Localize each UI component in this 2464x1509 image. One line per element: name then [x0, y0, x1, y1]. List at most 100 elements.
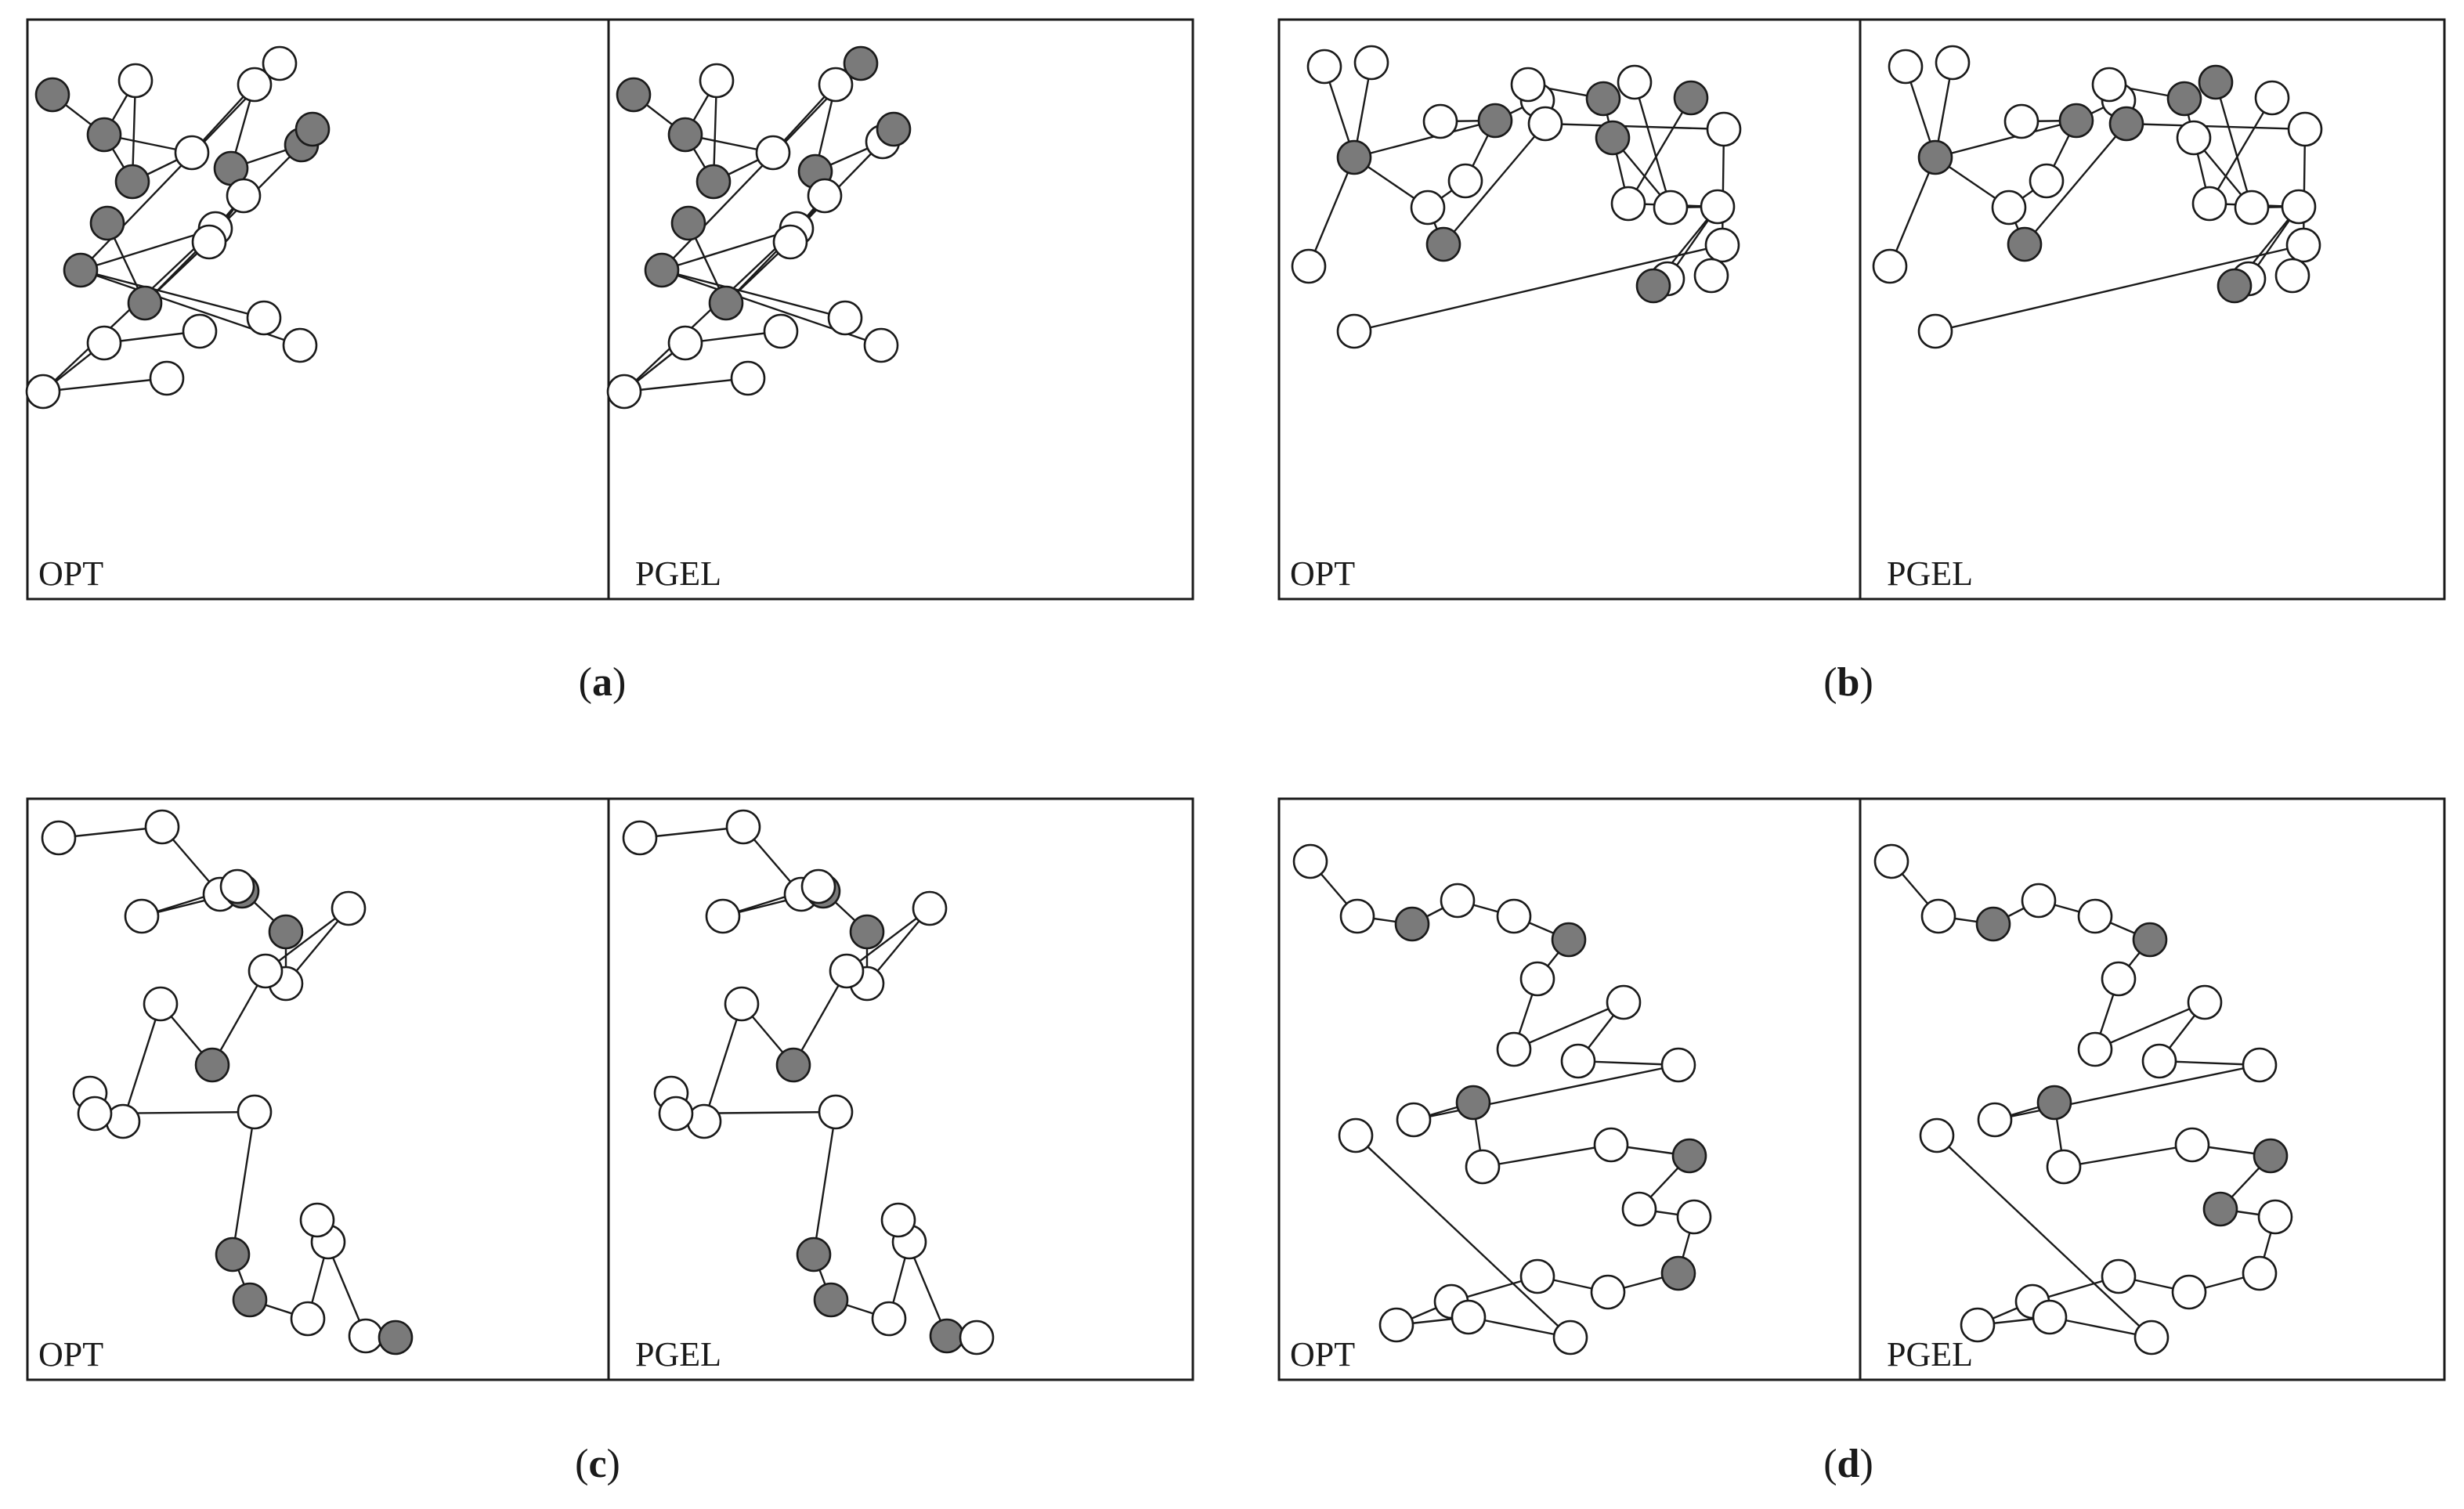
graph-node-selected	[194, 1047, 230, 1083]
caption-letter: d	[1837, 1442, 1860, 1486]
graph-node	[829, 953, 865, 989]
graph-node	[1676, 1199, 1712, 1235]
graph-node	[1306, 49, 1342, 85]
panel-label: OPT	[1290, 1335, 1355, 1374]
graph-node	[1872, 248, 1908, 284]
graph-node	[2285, 227, 2321, 263]
figure-a-panel-pgel: PGEL	[606, 45, 912, 593]
graph-edge	[1545, 122, 1725, 131]
graph-node-selected	[2253, 1138, 2289, 1174]
graph-node-selected	[215, 1236, 251, 1273]
graph-node	[1653, 190, 1689, 226]
graph-edge	[792, 970, 848, 1066]
graph-edge	[703, 1003, 743, 1122]
figure-b-frame	[1277, 18, 2446, 601]
graph-node	[1451, 1299, 1487, 1335]
graph-node	[237, 1094, 273, 1130]
graph-node	[226, 178, 262, 214]
graph-node	[2287, 111, 2323, 147]
graph-node	[2101, 1258, 2137, 1294]
graph-edge	[1888, 157, 1937, 267]
graph-node	[2032, 1299, 2068, 1335]
graph-node-selected	[34, 77, 70, 113]
graph-node	[1440, 883, 1476, 919]
graph-node	[863, 327, 899, 363]
graph-edge	[1627, 97, 1693, 204]
graph-node	[2141, 1043, 2177, 1079]
graph-node	[86, 325, 122, 361]
graph-node	[1465, 1149, 1501, 1185]
graph-node	[1920, 898, 1956, 934]
graph-node	[755, 135, 791, 171]
graph-node	[77, 1096, 113, 1132]
graph-node	[1960, 1307, 1996, 1343]
graph-edge	[2094, 1001, 2206, 1051]
graph-node	[1991, 190, 2027, 226]
graph-edge	[661, 269, 846, 319]
graph-node-selected	[796, 1236, 832, 1273]
graph-node	[2046, 1149, 2082, 1185]
graph-node-selected	[1455, 1085, 1491, 1121]
graph-node	[730, 360, 766, 396]
graph-node	[880, 1202, 916, 1238]
graph-node	[2187, 984, 2223, 1020]
graph-node	[117, 63, 154, 99]
graph-node	[2274, 258, 2310, 294]
graph-node-selected	[63, 252, 99, 288]
graph-node	[1292, 843, 1328, 879]
graph-node-selected	[1477, 103, 1513, 139]
graph-node	[1496, 898, 1532, 934]
graph-edge	[2208, 97, 2274, 204]
graph-node	[2003, 103, 2039, 139]
graph-node	[1917, 313, 1953, 349]
graph-node	[1552, 1319, 1588, 1356]
graph-node	[1617, 64, 1653, 100]
graph-node-selected	[695, 164, 732, 200]
graph-node-selected	[670, 205, 706, 241]
graph-node	[800, 868, 836, 904]
graph-node-selected	[929, 1318, 965, 1354]
graph-node	[2242, 1255, 2278, 1291]
graph-node	[1704, 227, 1740, 263]
graph-edge	[1355, 1135, 1571, 1338]
graph-edge	[2214, 81, 2253, 208]
graph-edge	[2024, 123, 2127, 245]
graph-node-selected	[1975, 906, 2011, 942]
graph-node	[41, 820, 77, 856]
graph-node	[1510, 67, 1546, 103]
figure-d-panel-opt: OPT	[1290, 843, 1712, 1374]
figure-c-panel-pgel: PGEL	[622, 809, 995, 1374]
graph-node	[827, 300, 863, 336]
graph-node	[871, 1301, 907, 1337]
graph-node	[219, 868, 255, 904]
graph-node	[1291, 248, 1327, 284]
graph-node	[2174, 1127, 2210, 1163]
graph-node	[2133, 1319, 2170, 1356]
graph-node-selected	[667, 117, 703, 153]
graph-edge	[1633, 81, 1672, 208]
figure-c-caption: (c)	[575, 1442, 620, 1486]
graph-node	[1610, 186, 1646, 222]
graph-node	[1919, 1117, 1955, 1153]
graph-node	[1700, 189, 1736, 225]
graph-node-selected	[1551, 922, 1587, 958]
graph-node	[606, 374, 642, 410]
graph-node	[1336, 313, 1372, 349]
graph-node	[2257, 1199, 2293, 1235]
graph-node	[772, 224, 808, 260]
graph-node-selected	[2166, 81, 2202, 117]
graph-node	[724, 986, 760, 1022]
graph-node	[1519, 1258, 1555, 1294]
graph-node	[1339, 898, 1375, 934]
graph-node	[2091, 67, 2127, 103]
graph-node	[1873, 843, 1909, 879]
graph-node	[1396, 1102, 1432, 1138]
caption-letter: b	[1837, 660, 1860, 705]
graph-edge	[42, 377, 168, 393]
panel-label: PGEL	[635, 554, 721, 593]
graph-node-selected	[1673, 80, 1709, 116]
graph-node	[818, 1094, 854, 1130]
graph-node	[2176, 120, 2212, 156]
graph-node	[1410, 190, 1446, 226]
